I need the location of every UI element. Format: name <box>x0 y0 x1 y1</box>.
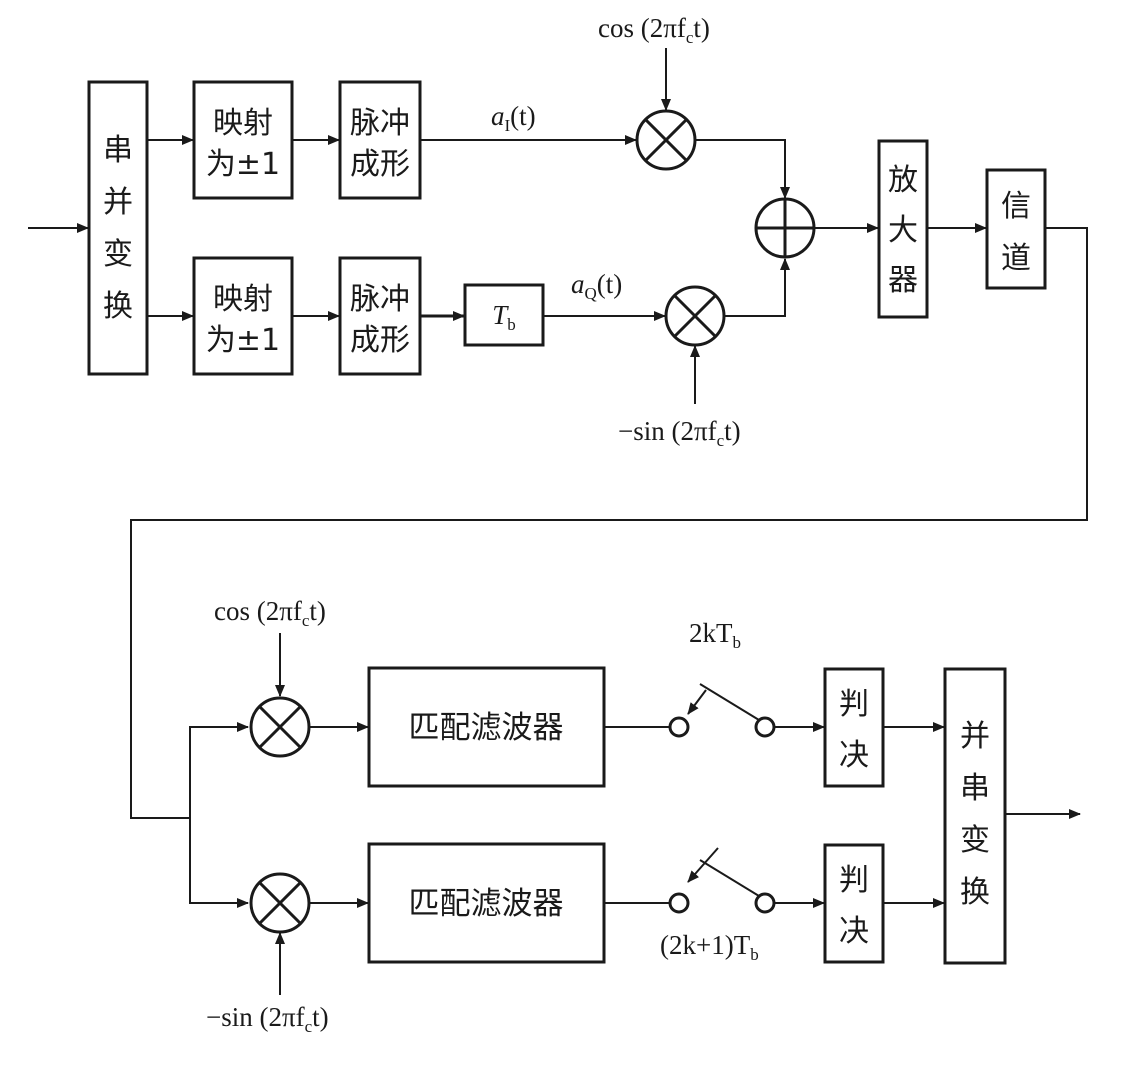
svg-text:换: 换 <box>960 875 990 910</box>
adder-icon <box>754 197 816 259</box>
svg-text:决: 决 <box>839 914 869 949</box>
sp-char-3: 变 <box>103 237 133 272</box>
pulse-i-line1: 脉冲 <box>350 106 410 141</box>
sampling-switch-icon <box>668 683 776 738</box>
carrier-cos-tx: cos (2πfct) <box>598 13 710 47</box>
svg-text:判: 判 <box>839 687 869 722</box>
rx-split-bottom <box>189 818 249 908</box>
matched-filter-bottom: 匹配滤波器 <box>367 842 606 964</box>
mapper-q-line2: 为±1 <box>206 323 280 358</box>
svg-text:匹配滤波器: 匹配滤波器 <box>409 710 564 746</box>
pulse-q-line1: 脉冲 <box>350 282 410 317</box>
serial-parallel-converter: 串 并 变 换 <box>87 80 149 376</box>
multiplier-icon <box>635 109 697 171</box>
pulse-shaper-i: 脉冲 成形 <box>338 80 422 200</box>
mapper-i-line2: 为±1 <box>206 147 280 182</box>
channel-block: 信 道 <box>985 168 1047 290</box>
pulse-q-line2: 成形 <box>350 323 410 358</box>
sp-char-1: 串 <box>103 133 133 168</box>
sampling-switch-icon <box>668 847 776 914</box>
mapper-i-line1: 映射 <box>213 106 273 141</box>
channel-to-receiver-line <box>130 227 1088 819</box>
label-ai: aI(t) <box>491 101 536 135</box>
channel-char-2: 道 <box>1001 241 1031 276</box>
carrier-cos-rx: cos (2πfct) <box>214 596 326 630</box>
parallel-serial-converter: 并 串 变 换 <box>943 667 1007 965</box>
carrier-sin-rx: −sin (2πfct) <box>206 1002 329 1036</box>
sample-label-top: 2kTb <box>689 618 741 652</box>
multiplier-icon <box>664 285 726 347</box>
rx-split-top <box>189 722 249 818</box>
mapper-i: 映射 为±1 <box>192 80 294 200</box>
mapper-q-line1: 映射 <box>213 282 273 317</box>
channel-char-1: 信 <box>1001 189 1031 224</box>
sp-char-4: 换 <box>103 289 133 324</box>
svg-text:串: 串 <box>960 771 990 806</box>
pulse-shaper-q: 脉冲 成形 <box>338 256 422 376</box>
amplifier-block: 放 大 器 <box>877 139 929 319</box>
q-product-to-adder <box>724 258 790 317</box>
amp-char-2: 大 <box>888 213 918 248</box>
svg-text:匹配滤波器: 匹配滤波器 <box>409 886 564 922</box>
label-aq: aQ(t) <box>571 269 622 303</box>
delay-block-tb: Tb <box>463 283 545 347</box>
pulse-i-line2: 成形 <box>350 147 410 182</box>
decision-block-top: 判 决 <box>823 667 885 788</box>
sample-label-bottom: (2k+1)Tb <box>660 930 759 964</box>
svg-text:变: 变 <box>960 823 990 858</box>
multiplier-icon <box>249 696 311 758</box>
multiplier-icon <box>249 872 311 934</box>
svg-text:决: 决 <box>839 738 869 773</box>
i-product-to-adder <box>695 139 790 199</box>
svg-text:Tb: Tb <box>492 300 516 334</box>
decision-block-bottom: 判 决 <box>823 843 885 964</box>
amp-char-3: 器 <box>888 263 918 298</box>
svg-text:并: 并 <box>960 719 990 754</box>
amp-char-1: 放 <box>888 163 918 198</box>
svg-text:判: 判 <box>839 863 869 898</box>
sp-char-2: 并 <box>103 185 133 220</box>
mapper-q: 映射 为±1 <box>192 256 294 376</box>
matched-filter-top: 匹配滤波器 <box>367 666 606 788</box>
carrier-sin-tx: −sin (2πfct) <box>618 416 741 450</box>
